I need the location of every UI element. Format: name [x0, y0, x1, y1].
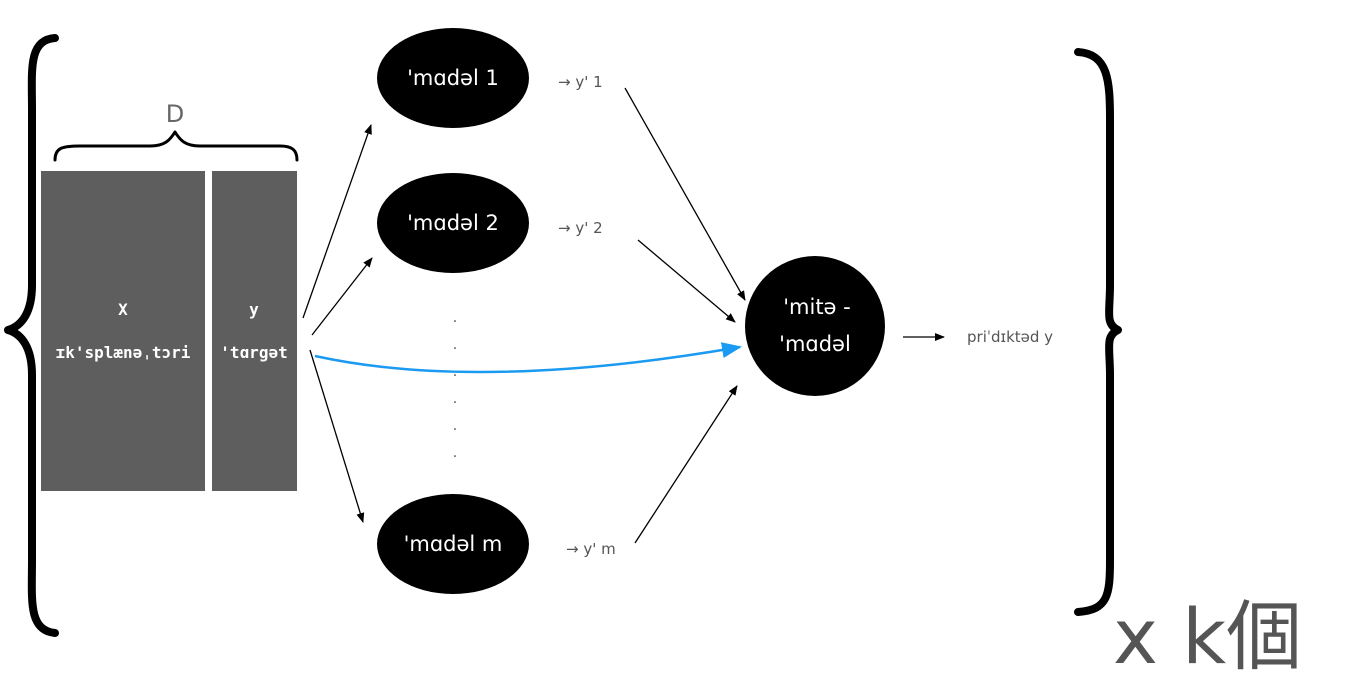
ellipsis-dot: . [453, 418, 457, 434]
dataset-brace-icon [53, 130, 299, 162]
ellipsis-dot: . [453, 337, 457, 353]
right-curly-brace-icon [1074, 48, 1122, 616]
arrow-to-model-m [309, 349, 365, 523]
ellipsis-dot: . [453, 364, 457, 380]
meta-model-node [745, 256, 885, 396]
dataset-label: D [166, 100, 184, 128]
target-column [212, 171, 297, 491]
prediction-label: priˈdɪktəd y [967, 328, 1053, 346]
arrow-output-m-to-meta [634, 385, 738, 544]
ellipsis-dot: . [453, 445, 457, 461]
ellipsis-dot: . [453, 391, 457, 407]
model-m-label: 'mɑdəl m [404, 532, 503, 556]
meta-model-label-line1: 'mitə - [783, 295, 850, 319]
left-curly-brace-icon [4, 34, 59, 637]
model-2-node [377, 173, 529, 273]
arrow-output-1-to-meta [624, 87, 746, 301]
model-1-node [377, 28, 529, 128]
feature-name: ɪk'splænəˌtɔri [56, 343, 191, 362]
model-2-label: 'mɑdəl 2 [407, 211, 499, 235]
model-m-node [377, 494, 529, 594]
feature-symbol: X [118, 300, 128, 319]
target-symbol: y [249, 300, 259, 319]
model-1-label: 'mɑdəl 1 [407, 66, 499, 90]
model-m-output: → y' m [566, 540, 616, 558]
blue-arrow-to-meta-model [314, 342, 742, 374]
ellipsis-dots: . . . . . . [453, 310, 457, 461]
arrow-to-model-2 [311, 257, 373, 336]
model-2-output: → y' 2 [558, 219, 603, 237]
target-name: 'tɑrgət [220, 343, 287, 362]
arrow-output-2-to-meta [637, 239, 736, 323]
meta-model-label-line2: 'mɑdəl [779, 332, 851, 356]
feature-column [41, 171, 205, 491]
repeat-k-label: x k個 [1113, 592, 1302, 681]
model-1-output: → y' 1 [558, 73, 603, 91]
arrow-to-model-1 [302, 124, 372, 319]
ellipsis-dot: . [453, 310, 457, 326]
